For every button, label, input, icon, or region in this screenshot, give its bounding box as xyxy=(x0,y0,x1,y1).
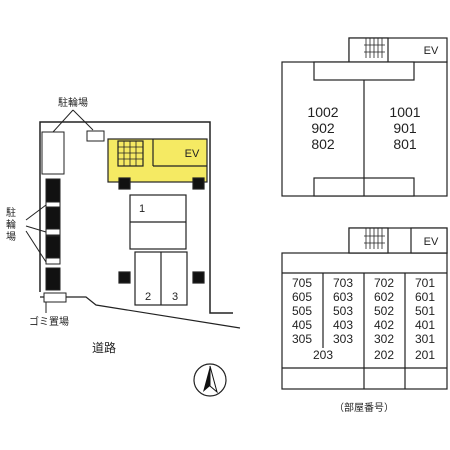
parking-2-label: 2 xyxy=(145,291,151,303)
unit-802: 802 xyxy=(311,136,335,152)
unit-703: 703 xyxy=(333,276,353,290)
unit-501: 501 xyxy=(415,304,435,318)
unit-505: 505 xyxy=(292,304,312,318)
room-number-caption: （部屋番号） xyxy=(334,401,394,414)
parking-3-label: 3 xyxy=(172,291,178,303)
garbage-area xyxy=(43,292,67,313)
north-arrow-icon xyxy=(193,363,227,397)
unit-502: 502 xyxy=(374,304,394,318)
building xyxy=(107,138,208,306)
unit-801: 801 xyxy=(393,136,417,152)
lower-unit-numbers: 705 605 505 405 305 703 603 503 403 303 … xyxy=(292,276,435,362)
bicycle-parking-left-label-2: 輪 xyxy=(6,218,16,231)
unit-302: 302 xyxy=(374,332,394,346)
unit-1002: 1002 xyxy=(307,104,338,120)
unit-303: 303 xyxy=(333,332,353,346)
bike-rack-top-left xyxy=(41,131,65,175)
unit-403: 403 xyxy=(333,318,353,332)
unit-301: 301 xyxy=(415,332,435,346)
unit-701: 701 xyxy=(415,276,435,290)
stair-ev-core xyxy=(107,138,208,183)
unit-601: 601 xyxy=(415,290,435,304)
unit-605: 605 xyxy=(292,290,312,304)
site-boundary xyxy=(39,121,233,314)
unit-202: 202 xyxy=(374,348,394,362)
unit-901: 901 xyxy=(393,120,417,136)
unit-603: 603 xyxy=(333,290,353,304)
lower-floor-plan xyxy=(281,227,448,390)
bike-rack-top-right xyxy=(86,130,105,142)
site-ev-label: EV xyxy=(185,148,200,160)
bicycle-parking-left-label-3: 場 xyxy=(6,230,16,243)
bicycle-parking-left xyxy=(25,178,61,291)
unit-602: 602 xyxy=(374,290,394,304)
stair-icon xyxy=(117,140,144,167)
garbage-label: ゴミ置場 xyxy=(29,315,69,328)
upper-floor-plan xyxy=(281,37,448,197)
unit-702: 702 xyxy=(374,276,394,290)
unit-305: 305 xyxy=(292,332,312,346)
upper-ev-label: EV xyxy=(424,45,439,57)
bicycle-parking-left-label-1: 駐 xyxy=(6,206,16,219)
unit-203: 203 xyxy=(313,348,333,362)
unit-201: 201 xyxy=(415,348,435,362)
bicycle-parking-top xyxy=(41,109,105,175)
unit-705: 705 xyxy=(292,276,312,290)
bicycle-parking-top-label: 駐輪場 xyxy=(58,96,88,109)
unit-405: 405 xyxy=(292,318,312,332)
road-label: 道路 xyxy=(92,340,116,355)
unit-402: 402 xyxy=(374,318,394,332)
unit-1001: 1001 xyxy=(389,104,420,120)
unit-902: 902 xyxy=(311,120,335,136)
unit-503: 503 xyxy=(333,304,353,318)
unit-401: 401 xyxy=(415,318,435,332)
lower-ev-label: EV xyxy=(424,236,439,248)
parking-1-label: 1 xyxy=(139,203,145,215)
